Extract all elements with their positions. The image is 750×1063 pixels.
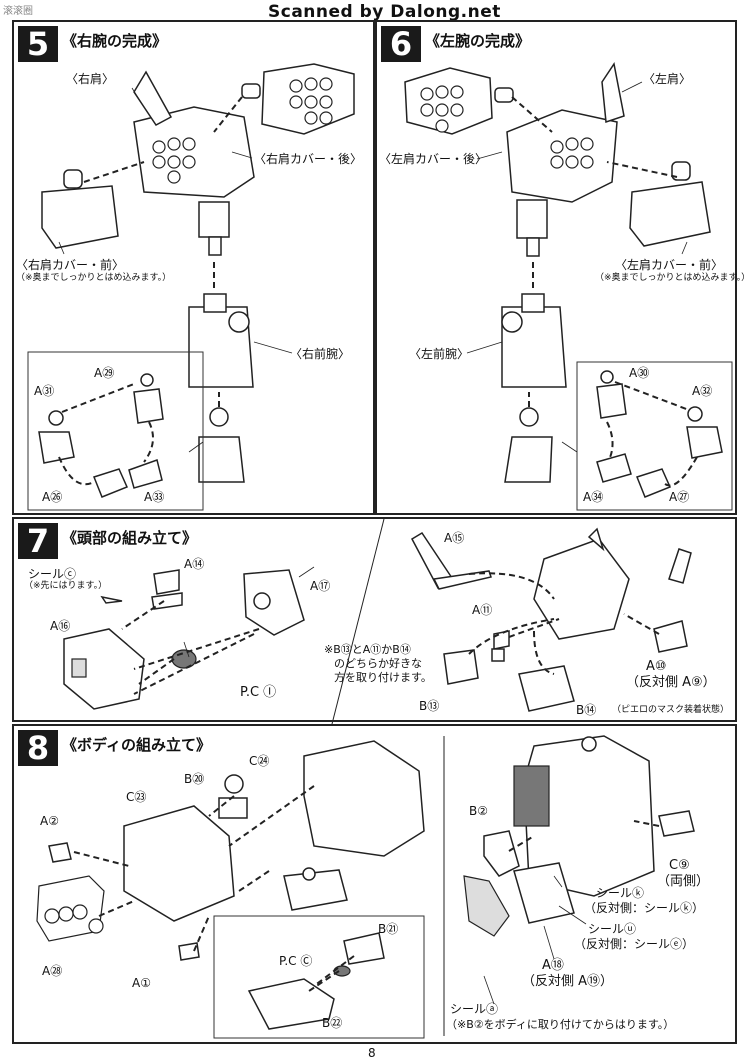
label-right-shoulder-cover-back: 〈右肩カバー・後〉 (254, 152, 363, 166)
label-b20: B⑳ (184, 772, 205, 786)
label-b14: B⑭ (576, 703, 597, 717)
label-a11: A⑪ (472, 603, 493, 617)
step7-title: 《頭部の組み立て》 (62, 529, 198, 547)
label-c24: C㉔ (249, 754, 270, 768)
label-a34: A㉞ (583, 490, 604, 504)
label-a18-opp: （反対側 A⑲） (522, 974, 614, 989)
step5-panel: 5 《右腕の完成》 (12, 20, 375, 515)
label-seal-note: （※先にはります。） (24, 581, 108, 591)
label-b14-note: （ピエロのマスク装着状態） (612, 705, 730, 715)
label-a26: A㉖ (42, 490, 63, 504)
label-a27: A㉗ (669, 490, 690, 504)
label-note-line2: のどちらか好きな (334, 657, 422, 670)
label-a15: A⑮ (444, 531, 465, 545)
label-pc-c: P.C Ⓒ (279, 954, 313, 968)
step6-title: 《左腕の完成》 (425, 32, 531, 50)
label-a1: A① (132, 976, 151, 990)
label-b21: B㉑ (378, 922, 399, 936)
label-left-forearm: 〈左前腕〉 (409, 347, 470, 361)
label-right-shoulder-cover-front: 〈右肩カバー・前〉 (16, 258, 125, 272)
label-a17: A⑰ (310, 579, 331, 593)
step5-illustration (27, 63, 355, 511)
step8-illustration (36, 735, 695, 1039)
step8-title: 《ボディの組み立て》 (62, 736, 211, 754)
label-right-shoulder: 〈右肩〉 (66, 72, 115, 86)
label-left-shoulder-cover-back: 〈左肩カバー・後〉 (379, 152, 488, 166)
step5-title: 《右腕の完成》 (62, 32, 168, 50)
label-note-line3: 方を取り付けます。 (334, 671, 432, 684)
step6-illustration (404, 62, 733, 511)
label-a10: A⑩ (646, 659, 667, 674)
step8-panel: 8 《ボディの組み立て》 (12, 724, 737, 1044)
label-seal-ka-opp: （反対側：シールⓚ） (584, 901, 705, 915)
step6-panel: 6 《左腕の完成》 (375, 20, 750, 515)
step8-number: 8 (18, 730, 58, 766)
label-seal-u-opp: （反対側：シールⓔ） (574, 937, 695, 951)
label-a14: A⑭ (184, 557, 205, 571)
label-c9-both: （両側） (657, 874, 710, 889)
label-a29: A㉙ (94, 366, 115, 380)
step7-number: 7 (18, 523, 58, 559)
step7-illustration (63, 519, 692, 724)
label-step6-note: （※奥までしっかりとはめ込みます。） (595, 273, 750, 283)
label-a31: A㉛ (34, 384, 55, 398)
label-step5-note: （※奥までしっかりとはめ込みます。） (16, 273, 172, 283)
label-seal-ko: シールⓒ (28, 567, 77, 581)
scanner-credit: Scanned by Dalong.net (268, 2, 501, 22)
label-left-shoulder: 〈左肩〉 (643, 72, 692, 86)
label-pc-i: P.C Ⓘ (240, 685, 277, 700)
label-a16: A⑯ (50, 619, 71, 633)
label-left-shoulder-cover-front: 〈左肩カバー・前〉 (615, 258, 724, 272)
step5-number: 5 (18, 26, 58, 62)
label-a10-opp: （反対側 A⑨） (626, 675, 716, 690)
label-seal-u: シールⓤ (588, 922, 637, 936)
step6-number: 6 (381, 26, 421, 62)
label-b13: B⑬ (419, 699, 440, 713)
header-watermark: 滚滚圈 (3, 6, 33, 17)
label-b22: B㉒ (322, 1016, 343, 1030)
label-a18: A⑱ (542, 958, 564, 973)
label-a2: A② (40, 814, 59, 828)
label-right-forearm: 〈右前腕〉 (290, 347, 351, 361)
label-seal-a-note: （※B②をボディに取り付けてからはります。） (446, 1018, 675, 1031)
label-c9: C⑨ (669, 858, 690, 873)
page-number: 8 (368, 1046, 376, 1060)
label-seal-ka: シールⓚ (596, 886, 645, 900)
label-a32: A㉜ (692, 384, 713, 398)
label-a33: A㉝ (144, 490, 165, 504)
label-c23: C㉓ (126, 790, 147, 804)
step7-panel: 7 《頭部の組み立て》 シールⓒ (12, 517, 737, 724)
label-a28: A㉘ (42, 964, 63, 978)
label-note-line1: ※B⑬とA⑪かB⑭ (324, 643, 411, 656)
label-seal-a: シールⓐ (450, 1002, 499, 1016)
label-a30: A㉚ (629, 366, 650, 380)
label-b2: B② (469, 804, 488, 818)
